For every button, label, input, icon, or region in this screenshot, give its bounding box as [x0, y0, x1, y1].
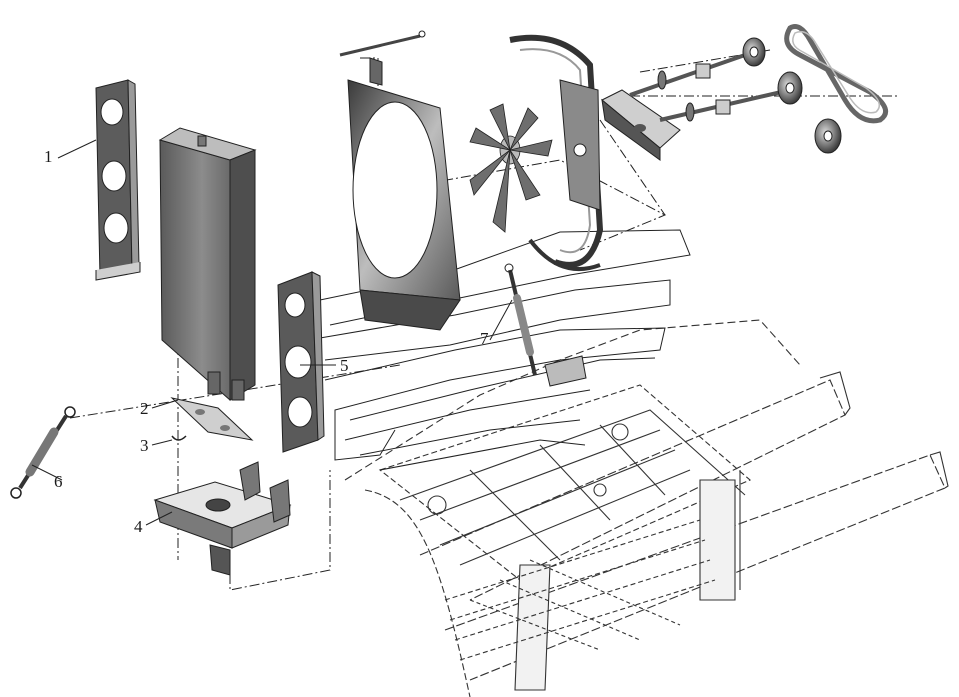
- drive-belt-inner: [792, 30, 881, 114]
- drive-belt: [784, 24, 889, 124]
- callout-5: 5: [340, 356, 349, 375]
- callout-7: 7: [480, 329, 489, 348]
- mount-hardware: [171, 435, 187, 441]
- right-mounting-bracket: [277, 271, 325, 453]
- callout-2: 2: [140, 399, 149, 418]
- callout-4: 4: [134, 517, 143, 536]
- radiator-core: [158, 127, 257, 402]
- tie-rod: [10, 406, 76, 499]
- chassis-frame: [344, 319, 949, 697]
- fan-shroud: [339, 30, 461, 331]
- callout-3: 3: [140, 436, 149, 455]
- pulley-shafts: [629, 53, 791, 122]
- left-mounting-bracket: [95, 79, 141, 281]
- pulleys: [742, 37, 842, 154]
- callout-6: 6: [54, 472, 63, 491]
- lower-support-bracket: [153, 461, 292, 576]
- tensioner-block: [601, 89, 681, 161]
- leader-lines: [31, 139, 513, 526]
- callout-1: 1: [44, 147, 53, 166]
- fan: [469, 103, 553, 233]
- pad: [170, 397, 254, 441]
- support-strut: [504, 263, 587, 387]
- fan-guard: [509, 34, 604, 272]
